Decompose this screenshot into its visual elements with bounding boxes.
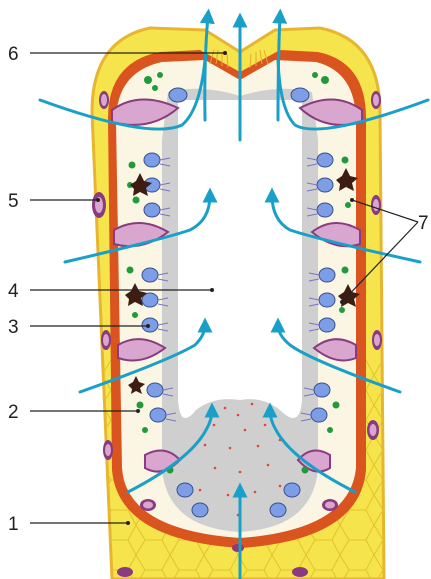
label-3: 3 xyxy=(8,317,19,338)
label-4: 4 xyxy=(8,281,19,302)
lumen xyxy=(162,89,318,532)
label-1: 1 xyxy=(8,514,19,535)
label-5: 5 xyxy=(8,191,19,212)
label-6: 6 xyxy=(8,44,19,65)
label-2: 2 xyxy=(8,402,19,423)
label-7: 7 xyxy=(418,213,429,234)
